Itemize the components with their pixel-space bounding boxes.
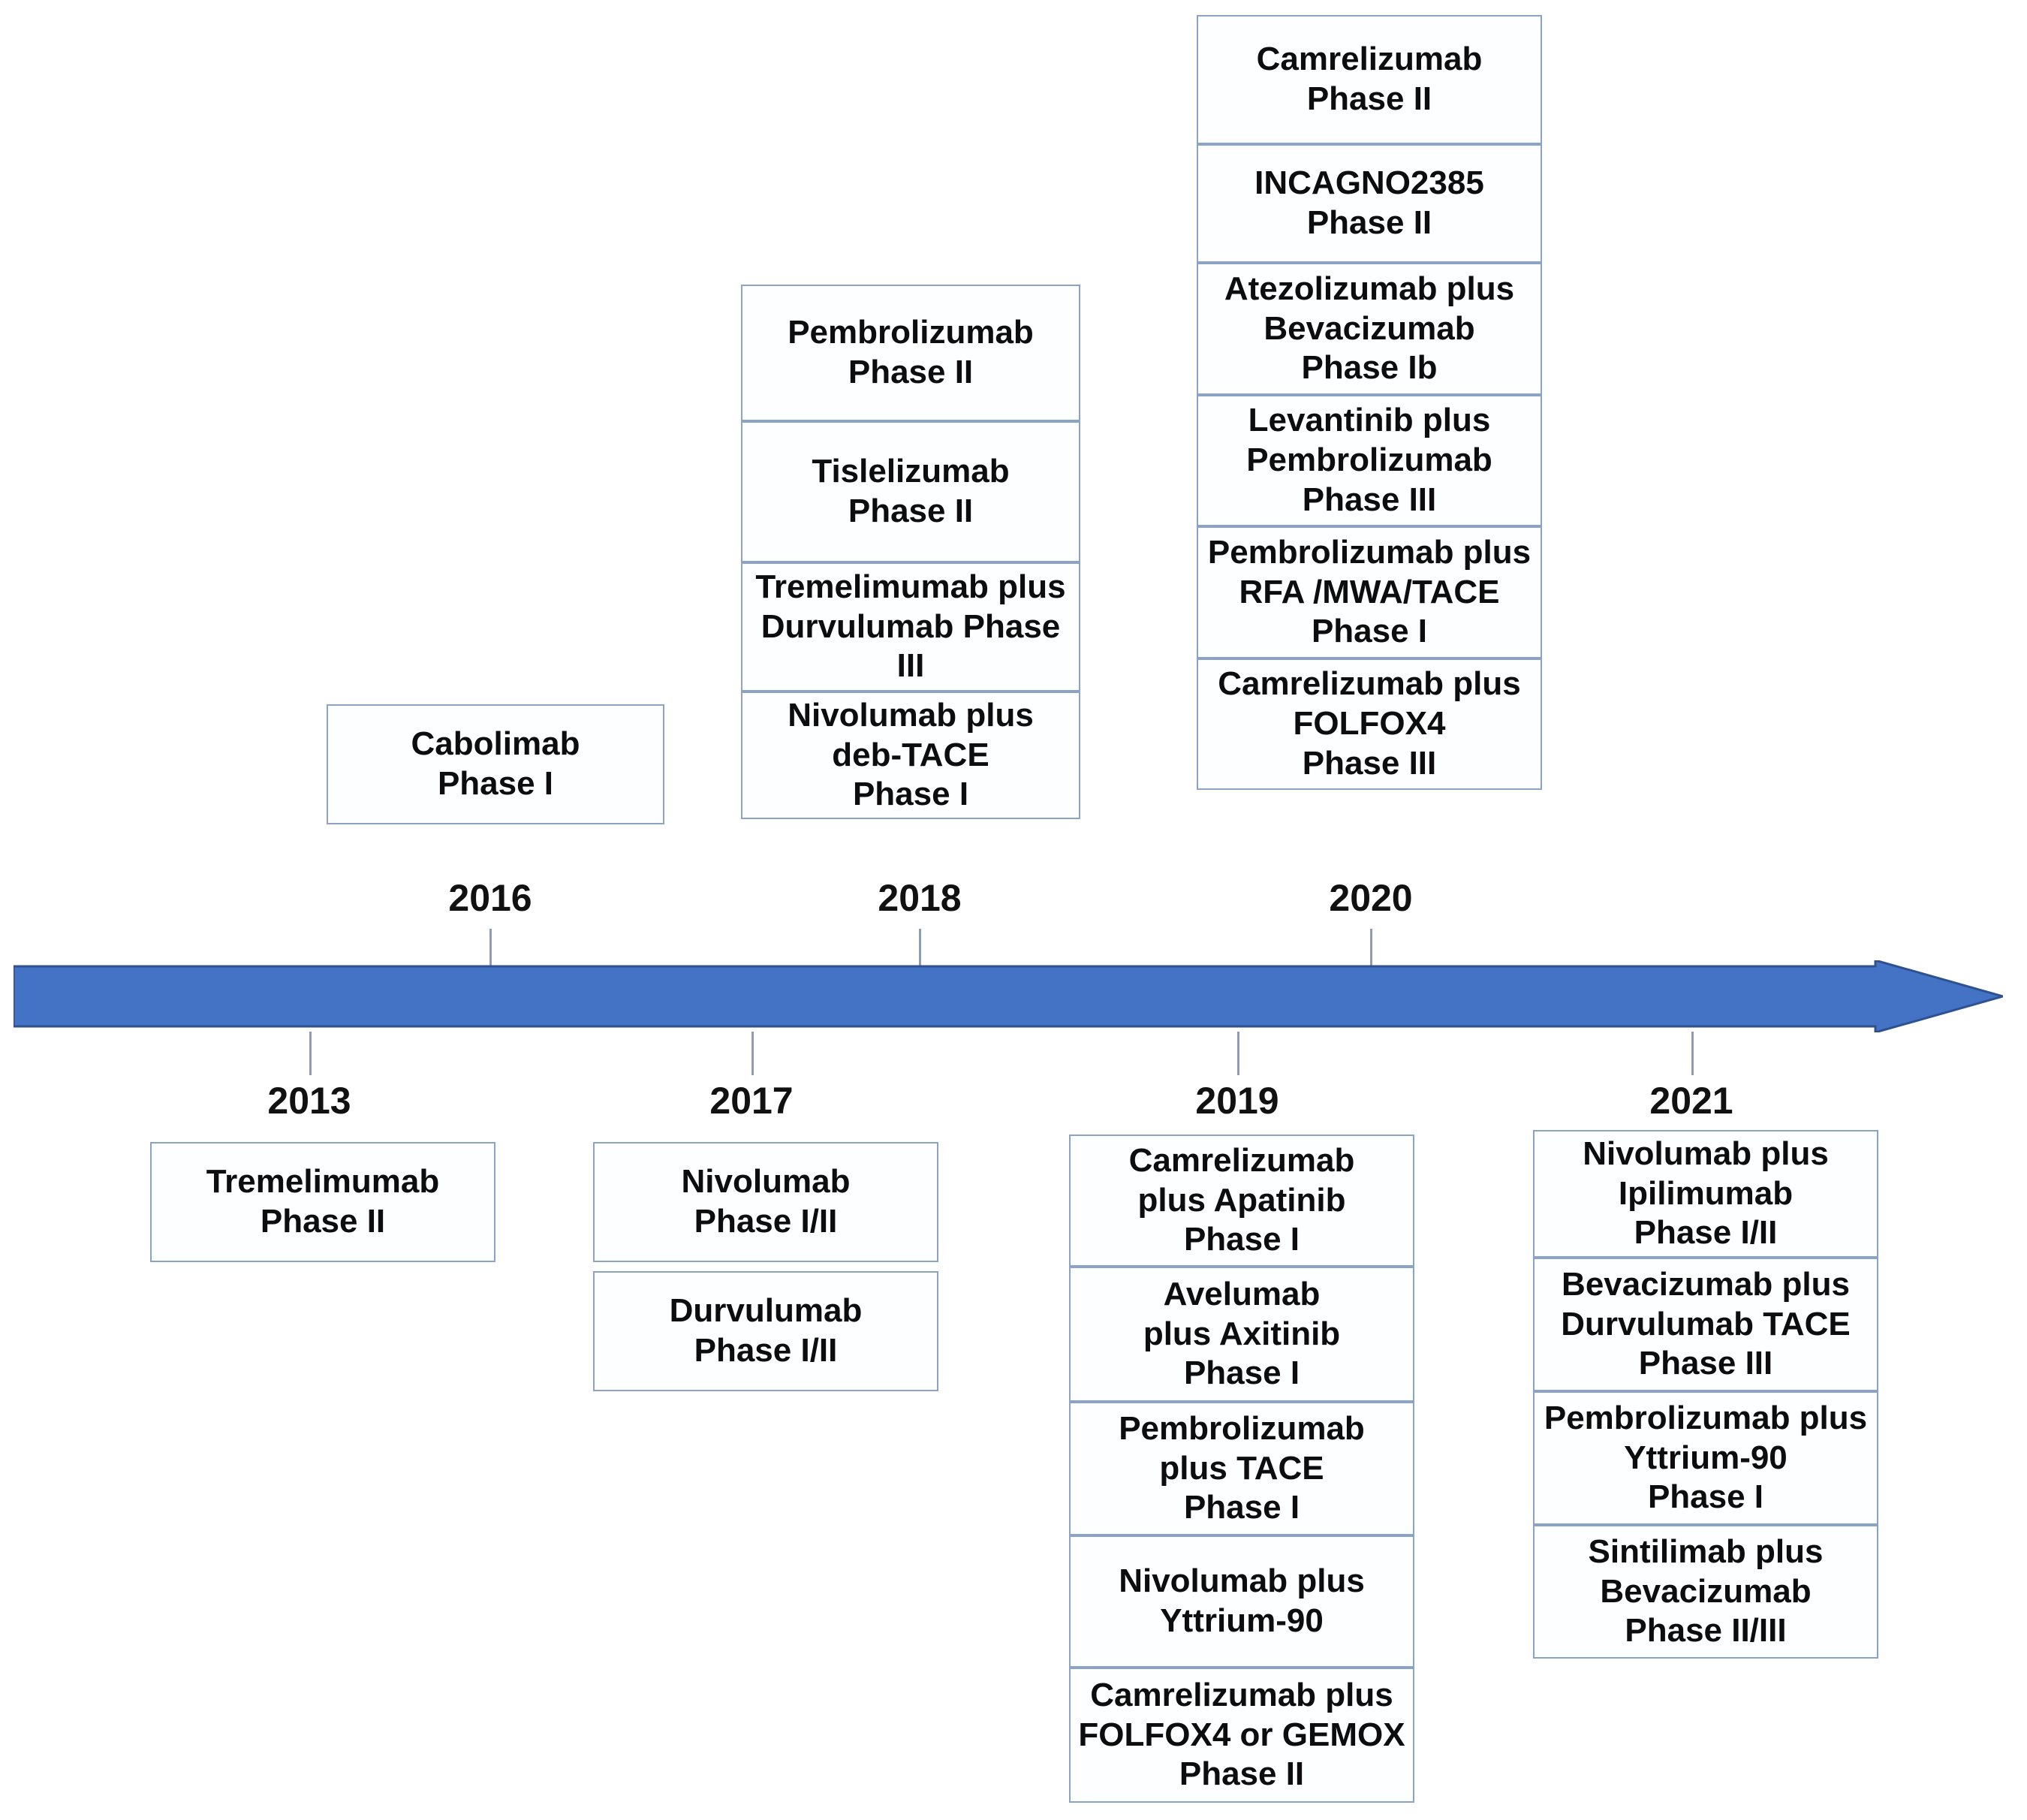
trial-box[interactable]: Pembrolizumab plus RFA /MWA/TACE Phase I <box>1197 526 1542 658</box>
trial-column-2021: Nivolumab plus Ipilimumab Phase I/II Bev… <box>1533 1130 1878 1659</box>
trial-box[interactable]: Nivolumab Phase I/II <box>593 1142 938 1262</box>
trial-box[interactable]: Bevacizumab plus Durvulumab TACE Phase I… <box>1533 1258 1878 1391</box>
tick-line-2019 <box>1237 1032 1239 1075</box>
year-label-2018: 2018 <box>878 877 962 919</box>
trial-column-2017: Nivolumab Phase I/II Durvulumab Phase I/… <box>593 1142 938 1391</box>
trial-box[interactable]: Cabolimab Phase I <box>327 704 664 824</box>
tick-line-2021 <box>1691 1032 1694 1075</box>
tick-line-2013 <box>309 1032 312 1075</box>
trial-column-2016: Cabolimab Phase I <box>327 704 664 824</box>
trial-box[interactable]: Pembrolizumab plus TACE Phase I <box>1069 1402 1414 1535</box>
trial-box[interactable]: Tremelimumab plus Durvulumab Phase III <box>741 562 1080 692</box>
tick-line-2018 <box>919 929 921 968</box>
trial-box[interactable]: Nivolumab plus deb-TACE Phase I <box>741 692 1080 819</box>
trial-box[interactable]: INCAGNO2385 Phase II <box>1197 144 1542 263</box>
tick-line-2020 <box>1370 929 1372 968</box>
year-label-2017: 2017 <box>709 1080 794 1122</box>
trial-box[interactable]: Levantinib plus Pembrolizumab Phase III <box>1197 395 1542 526</box>
trial-box[interactable]: Pembrolizumab Phase II <box>741 285 1080 421</box>
year-label-2016: 2016 <box>448 877 532 919</box>
trial-box[interactable]: Pembrolizumab plus Yttrium-90 Phase I <box>1533 1391 1878 1525</box>
tick-line-2017 <box>751 1032 754 1075</box>
trial-box[interactable]: Nivolumab plus Yttrium-90 <box>1069 1535 1414 1668</box>
timeline-axis-arrow <box>14 960 2003 1032</box>
trial-box[interactable]: Tremelimumab Phase II <box>150 1142 495 1262</box>
year-label-2020: 2020 <box>1329 877 1413 919</box>
year-label-2013: 2013 <box>267 1080 351 1122</box>
trial-box[interactable]: Camrelizumab Phase II <box>1197 15 1542 144</box>
trial-box[interactable]: Avelumab plus Axitinib Phase I <box>1069 1267 1414 1402</box>
trial-box[interactable]: Atezolizumab plus Bevacizumab Phase Ib <box>1197 263 1542 395</box>
tick-line-2016 <box>489 929 492 968</box>
year-label-2019: 2019 <box>1195 1080 1279 1122</box>
trial-box[interactable]: Tislelizumab Phase II <box>741 421 1080 562</box>
trial-column-2018: Pembrolizumab Phase II Tislelizumab Phas… <box>741 285 1080 819</box>
trial-column-2013: Tremelimumab Phase II <box>150 1142 495 1262</box>
trial-box[interactable]: Camrelizumab plus FOLFOX4 Phase III <box>1197 658 1542 790</box>
trial-box[interactable]: Camrelizumab plus FOLFOX4 or GEMOX Phase… <box>1069 1668 1414 1803</box>
trial-column-2019: Camrelizumab plus Apatinib Phase I Avelu… <box>1069 1134 1414 1803</box>
trial-column-2020: Camrelizumab Phase II INCAGNO2385 Phase … <box>1197 15 1542 790</box>
trial-box[interactable]: Durvulumab Phase I/II <box>593 1271 938 1391</box>
year-label-2021: 2021 <box>1649 1080 1733 1122</box>
trial-box[interactable]: Nivolumab plus Ipilimumab Phase I/II <box>1533 1130 1878 1258</box>
trial-box[interactable]: Sintilimab plus Bevacizumab Phase II/III <box>1533 1525 1878 1659</box>
trial-box[interactable]: Camrelizumab plus Apatinib Phase I <box>1069 1134 1414 1267</box>
